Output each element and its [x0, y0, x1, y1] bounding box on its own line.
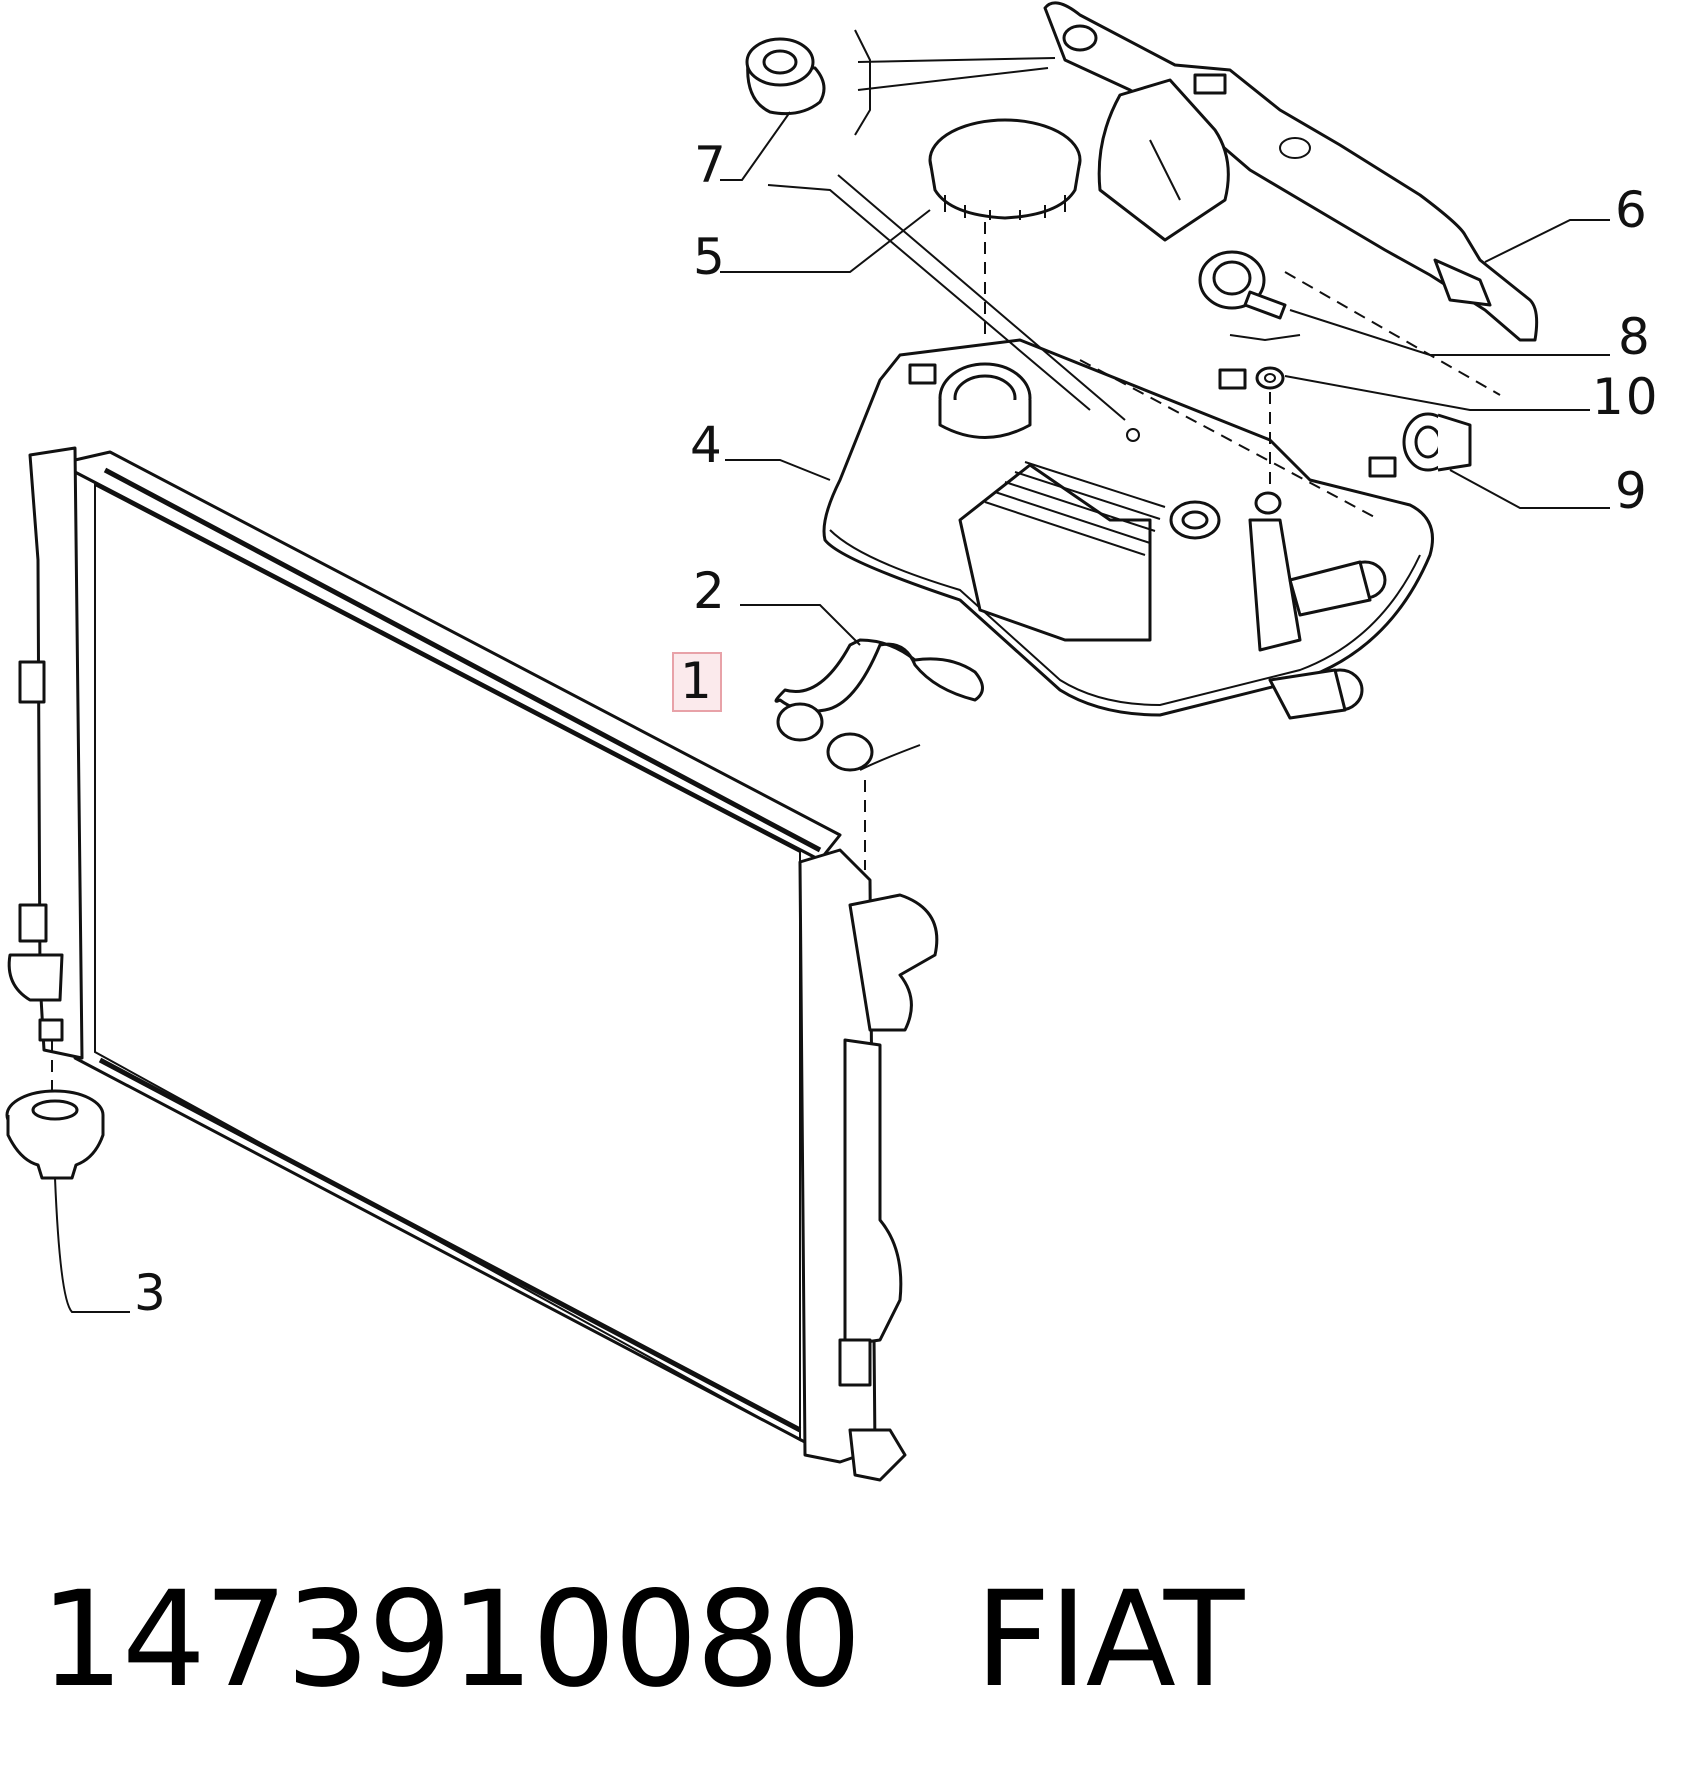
- callout-7: 7: [694, 136, 728, 194]
- callout-9: 9: [1615, 462, 1649, 520]
- callout-4: 4: [690, 416, 724, 474]
- part-number: 1473910080: [40, 1563, 862, 1717]
- callout-1: 1: [672, 652, 722, 712]
- callout-2: 2: [693, 562, 727, 620]
- callout-6: 6: [1615, 181, 1649, 239]
- radiator: [7, 446, 939, 1482]
- rubber-isolator: [5, 1089, 130, 1313]
- tank-ribs: [984, 461, 1166, 556]
- callout-10: 10: [1592, 368, 1660, 426]
- callout-5: 5: [693, 228, 727, 286]
- washer: [1255, 366, 1590, 485]
- exploded-parts-diagram: [5, 1, 1610, 1482]
- callout-8: 8: [1618, 308, 1652, 366]
- part-footer: 1473910080 FIAT: [40, 1555, 1640, 1725]
- rubber-bush: [1402, 412, 1610, 509]
- brand-name: FIAT: [974, 1563, 1245, 1717]
- expansion-tank: [725, 338, 1434, 720]
- grommet: [720, 37, 826, 181]
- filler-cap: [720, 118, 1082, 340]
- callout-3: 3: [134, 1264, 168, 1322]
- mounting-bracket: [1043, 1, 1610, 396]
- mounting-frame-lines: [767, 29, 1126, 421]
- bracket: [740, 604, 984, 870]
- bolt: [1198, 250, 1610, 356]
